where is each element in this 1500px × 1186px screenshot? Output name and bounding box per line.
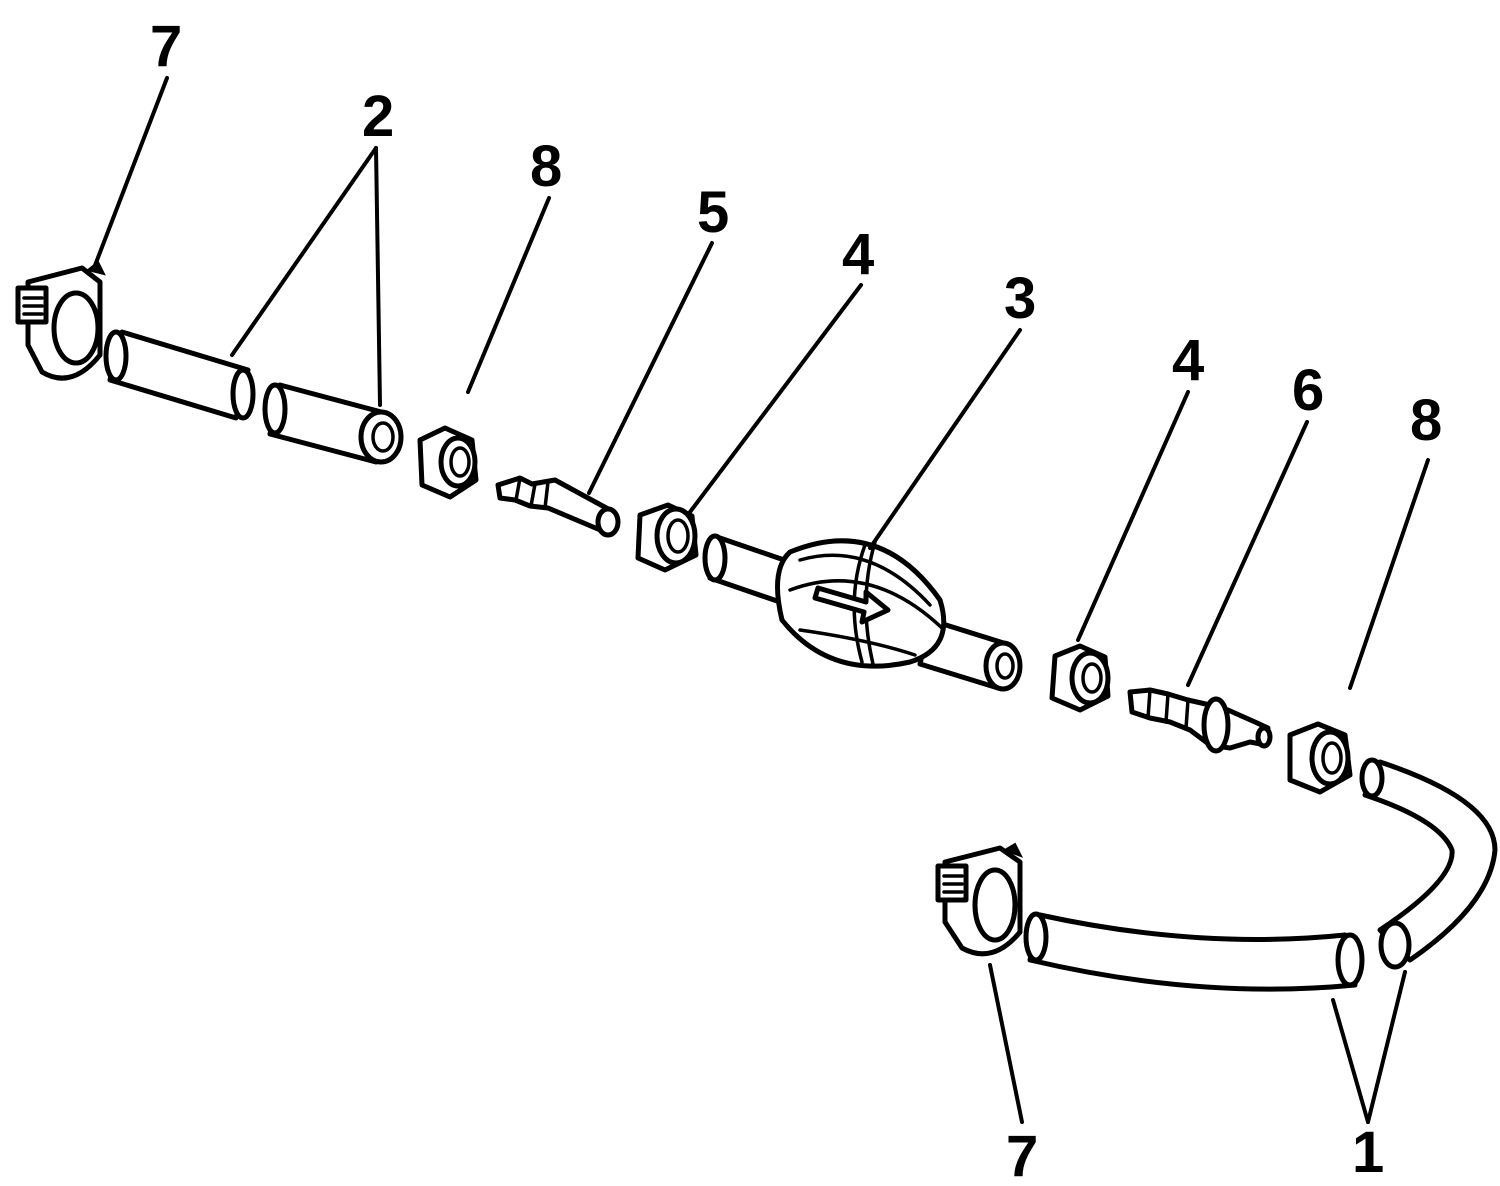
hose-section-bottom <box>1023 757 1498 992</box>
callout-4-left: 4 <box>842 222 874 287</box>
hose-collar-right <box>1049 643 1111 713</box>
callout-labels: 7 2 8 5 4 3 4 6 8 7 1 <box>150 14 1442 1186</box>
callout-8-right: 8 <box>1410 388 1442 453</box>
leader-4-right <box>1076 390 1190 642</box>
leader-lines <box>92 76 1430 1124</box>
leader-8-right <box>1348 458 1430 690</box>
callout-6: 6 <box>1292 358 1324 423</box>
hose-section-top <box>103 329 404 465</box>
check-valve-fitting-right <box>1127 687 1273 754</box>
callout-7-bottom: 7 <box>1006 1124 1038 1186</box>
callout-4-right: 4 <box>1172 328 1204 393</box>
leader-1a <box>1331 998 1370 1124</box>
callout-3: 3 <box>1004 266 1036 331</box>
barbed-fitting-left <box>495 475 621 538</box>
callout-8-left: 8 <box>530 134 562 199</box>
leader-7-bottom <box>988 963 1024 1124</box>
leader-7-top <box>92 76 169 270</box>
leader-4-left <box>688 283 863 514</box>
hose-nut-left <box>417 425 479 500</box>
leader-1b <box>1366 970 1407 1124</box>
leader-5 <box>587 241 714 495</box>
hose-clamp-top <box>15 260 106 381</box>
leader-3 <box>868 328 1022 550</box>
callout-1: 1 <box>1352 1120 1384 1185</box>
primer-bulb <box>702 533 1023 692</box>
leader-6 <box>1186 420 1309 687</box>
hose-nut-right <box>1287 721 1353 795</box>
leader-8-left <box>466 196 551 394</box>
leader-2a <box>230 146 378 357</box>
hose-collar-left <box>635 502 699 573</box>
hose-clamp-bottom <box>935 842 1024 957</box>
callout-5: 5 <box>697 180 729 245</box>
callout-7-top: 7 <box>150 14 182 79</box>
leader-2b <box>374 146 382 407</box>
callout-2: 2 <box>362 84 394 149</box>
